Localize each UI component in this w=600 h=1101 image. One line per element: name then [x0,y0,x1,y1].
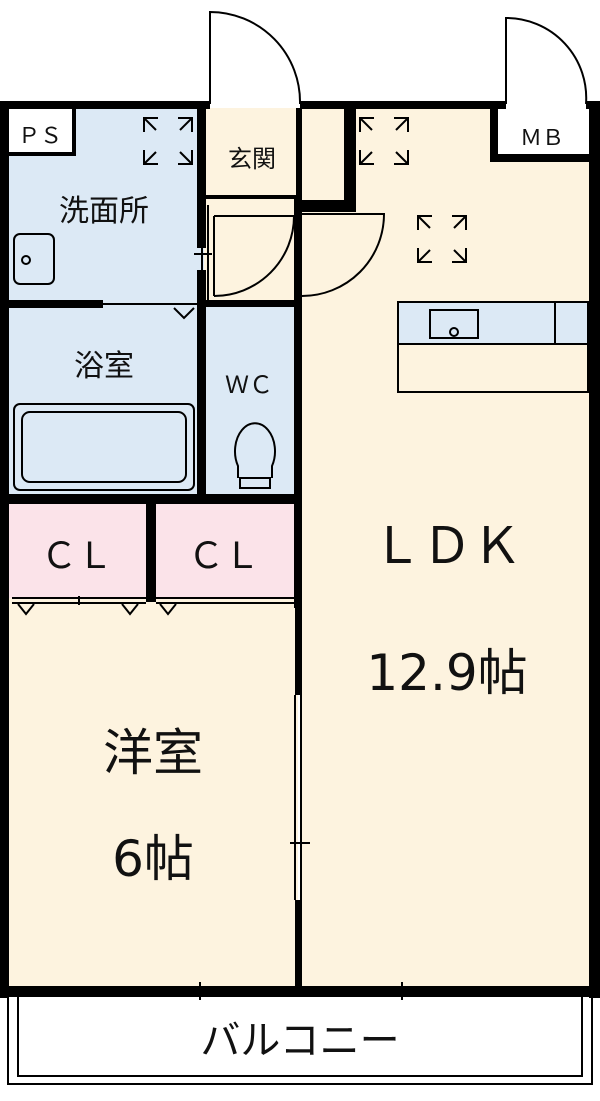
ldk-door-swing [301,213,386,297]
closet-2-floor [154,502,298,598]
ldk-floor [300,108,590,986]
sensor-icon [143,117,193,165]
interior-doors [100,205,500,1000]
wall-wash-entrance [197,108,206,248]
wall-right [589,101,600,998]
fixtures [13,233,589,491]
room-fills [8,108,590,986]
sensor-icon [359,117,409,165]
western-room-floor [8,598,298,986]
bathtub-icon [13,403,195,491]
entrance-label: 玄関 [228,145,276,173]
wall-left [0,101,9,998]
wall-mb-left [490,108,498,160]
wall-top-left [0,101,210,109]
sensor-icon [417,215,467,263]
wall-top-mid [300,101,506,109]
mb-door-swing [505,16,588,105]
wall-hall-wc [204,300,300,307]
ps-label: ＰＳ [18,124,62,149]
bath-door-hinge [173,307,195,320]
hall-door-swing [213,215,296,297]
bath-label: 浴室 [74,349,134,384]
walls [0,101,600,998]
wc-label: ＷＣ [225,371,273,399]
wall-shoe-bottom [296,200,356,212]
wall-ps-right [72,108,76,154]
balcony [7,995,593,1085]
entrance-step [204,195,300,199]
mb-label: ＭＢ [520,126,564,151]
mb-box [492,108,590,158]
entrance-floor [204,108,300,198]
wall-ps-bottom [8,152,76,156]
western-size-label: 6帖 [112,830,194,888]
sink-icon [13,233,55,285]
wall-closet-mid [146,502,156,602]
closet-1-hinge-a [17,603,35,616]
balcony-label: バルコニー [200,1018,399,1064]
wall-western-ldk [295,605,302,695]
wall-bottom [0,986,600,996]
closet-1-hinge-b [121,603,139,616]
closet-2-hinge [159,603,177,616]
wall-hall-ldk [294,198,302,498]
wall-closet-ldk [294,498,302,608]
ldk-label: ＬＤＫ [372,517,522,575]
kitchen-sink-icon [429,309,479,339]
wall-western-ldk-low [295,900,302,990]
wall-shoe-right [344,108,356,212]
entry-doors [209,10,588,105]
wc-floor [204,306,298,496]
closet-fronts [12,596,294,616]
western-room-label: 洋室 [103,724,203,782]
wall-bath-bottom [0,494,302,504]
kitchen-counter [397,301,589,393]
bath-floor [8,306,204,496]
toilet-icon [234,422,276,489]
ldk-size-label: 12.9帖 [366,644,527,702]
closet-2-label: ＣＬ [188,536,260,577]
wall-shoe-left [296,108,302,204]
closet-1-floor [8,502,150,598]
wall-bath-wc [197,306,206,498]
washroom-label: 洗面所 [59,194,149,229]
balcony-inner [17,995,583,1077]
entrance-door-swing [209,10,302,105]
ps-box [8,108,74,154]
room-labels: ＰＳ ＭＢ 洗面所 玄関 浴室 ＷＣ ＣＬ ＣＬ ＬＤＫ 12.9帖 洋室 6帖… [18,124,564,1064]
closet-1-label: ＣＬ [41,536,113,577]
wall-wash-bath-left [8,300,103,308]
wall-mb-bottom [490,154,590,162]
